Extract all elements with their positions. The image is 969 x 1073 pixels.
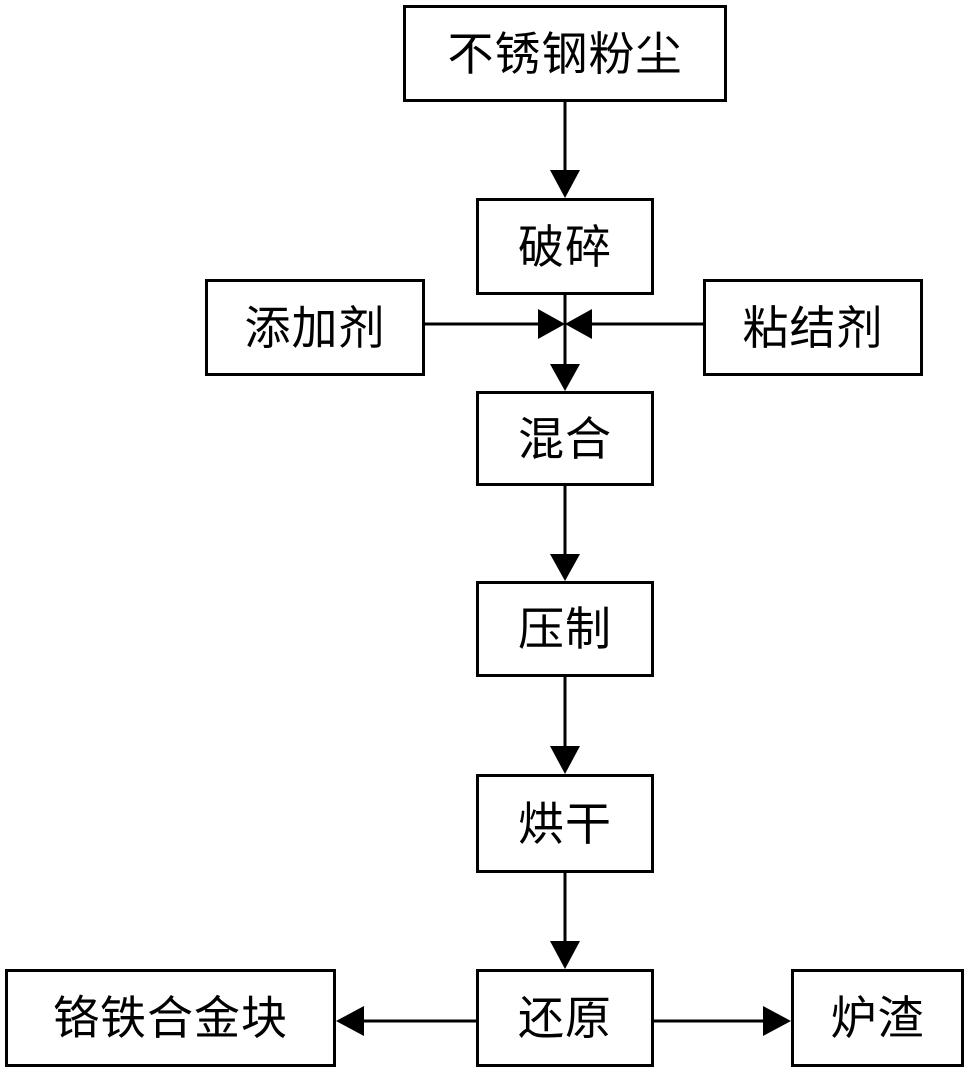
arrowhead-from-additive [538, 309, 565, 339]
node-binder: 粘结剂 [703, 279, 923, 376]
arrowhead-to-drying [550, 746, 580, 774]
node-additive: 添加剂 [205, 279, 425, 376]
node-pressing: 压制 [476, 581, 654, 677]
node-drying: 烘干 [476, 774, 654, 873]
arrowhead-to-pressing [550, 554, 580, 581]
arrowhead-to-ferrochrome [336, 1006, 364, 1036]
node-reduction: 还原 [476, 969, 654, 1067]
arrowhead-to-mixing [550, 364, 580, 391]
node-stainless-dust: 不锈钢粉尘 [403, 5, 727, 102]
arrowhead-to-reduction [550, 941, 580, 969]
node-crushing: 破碎 [476, 198, 654, 295]
arrowhead-to-slag [763, 1006, 791, 1036]
arrowhead-to-crushing [550, 170, 580, 198]
arrowhead-from-binder [565, 309, 592, 339]
node-ferrochrome-block: 铬铁合金块 [5, 969, 336, 1067]
node-mixing: 混合 [476, 391, 654, 486]
node-slag: 炉渣 [791, 969, 964, 1067]
